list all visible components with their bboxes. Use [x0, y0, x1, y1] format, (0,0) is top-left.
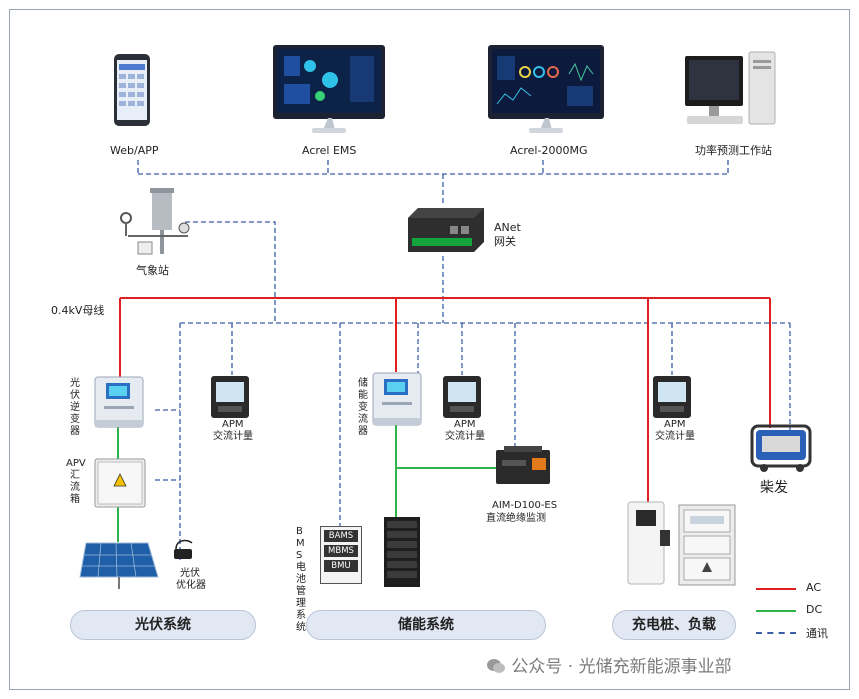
- weather-station-label: 气象站: [136, 264, 169, 277]
- apm-meter-3-icon: [653, 376, 691, 418]
- acrel-ems-label: Acrel EMS: [302, 144, 357, 157]
- load-cabinet-icon: [678, 504, 736, 586]
- dc-line-storage: [395, 425, 496, 520]
- gateway-name: ANet: [494, 221, 521, 234]
- charging-system-pill: 充电桩、负载: [612, 610, 736, 640]
- apm-1-name: APM: [222, 419, 244, 430]
- solar-panel-icon: [79, 542, 159, 589]
- legend-ac-line: [756, 588, 796, 590]
- watermark-text: 公众号 · 光储充新能源事业部: [511, 657, 732, 677]
- forecast-workstation-label: 功率预测工作站: [695, 144, 772, 157]
- apm-meter-2-icon: [443, 376, 481, 418]
- pv-optimizer-label-1: 光伏: [180, 568, 200, 579]
- legend-dc-label: DC: [806, 603, 823, 616]
- acrel-2000mg-label: Acrel-2000MG: [510, 144, 588, 157]
- apm-3-name: APM: [664, 419, 686, 430]
- combiner-prefix: APV: [66, 458, 86, 469]
- bms-title: BMS电池管理系统: [296, 526, 306, 633]
- legend-comm-label: 通讯: [806, 627, 828, 640]
- web-app-label: Web/APP: [110, 144, 159, 157]
- smartphone-icon: [114, 54, 150, 126]
- bms-item-bams: BAMS: [324, 530, 358, 542]
- apm-3-sub: 交流计量: [655, 431, 695, 442]
- gateway-sub: 网关: [494, 235, 516, 248]
- pv-optimizer-label-2: 优化器: [176, 580, 206, 591]
- legend-dc-line: [756, 610, 796, 612]
- aim-name: AIM-D100-ES: [492, 500, 558, 511]
- pv-system-pill: 光伏系统: [70, 610, 256, 640]
- ems-monitor-icon: [273, 45, 385, 133]
- acrel-2000mg-monitor-icon: [488, 45, 604, 133]
- storage-system-pill: 储能系统: [306, 610, 546, 640]
- pv-inverter-icon: [94, 376, 144, 428]
- apm-2-sub: 交流计量: [445, 431, 485, 442]
- bms-box: BAMS MBMS BMU: [320, 526, 362, 584]
- combiner-box-icon: [94, 458, 146, 508]
- bms-item-bmu: BMU: [324, 560, 358, 572]
- pcs-label: 储能变流器: [358, 378, 368, 437]
- pcs-device-icon: [372, 372, 422, 426]
- wechat-icon: [487, 659, 505, 673]
- diagram-frame: [9, 9, 850, 690]
- aim-sub: 直流绝缘监测: [486, 513, 546, 524]
- comm-line-field: [180, 322, 791, 440]
- combiner-label: 汇流箱: [70, 470, 80, 505]
- battery-rack-icon: [384, 517, 420, 587]
- pv-inverter-label: 光伏逆变器: [70, 378, 80, 437]
- gateway-device-icon: [408, 208, 484, 252]
- legend-ac-label: AC: [806, 581, 822, 594]
- watermark: 公众号 · 光储充新能源事业部: [486, 652, 732, 677]
- diesel-generator-icon: [750, 424, 812, 472]
- apm-2-name: APM: [454, 419, 476, 430]
- bus-label: 0.4kV母线: [51, 304, 105, 317]
- comm-line-top-bus: [137, 160, 729, 175]
- workstation-icon: [685, 51, 776, 125]
- legend-comm-line: [756, 632, 796, 634]
- pv-optimizer-icon: [174, 539, 193, 559]
- apm-1-sub: 交流计量: [213, 431, 253, 442]
- diesel-label: 柴发: [760, 480, 788, 496]
- apm-meter-1-icon: [211, 376, 249, 418]
- ev-charger-icon: [627, 501, 670, 585]
- comm-line-weather: [185, 221, 276, 323]
- weather-station-icon: [120, 188, 190, 255]
- comm-line-pv-left: [155, 323, 181, 560]
- bms-item-mbms: MBMS: [324, 545, 358, 557]
- insulation-monitor-icon: [496, 446, 550, 484]
